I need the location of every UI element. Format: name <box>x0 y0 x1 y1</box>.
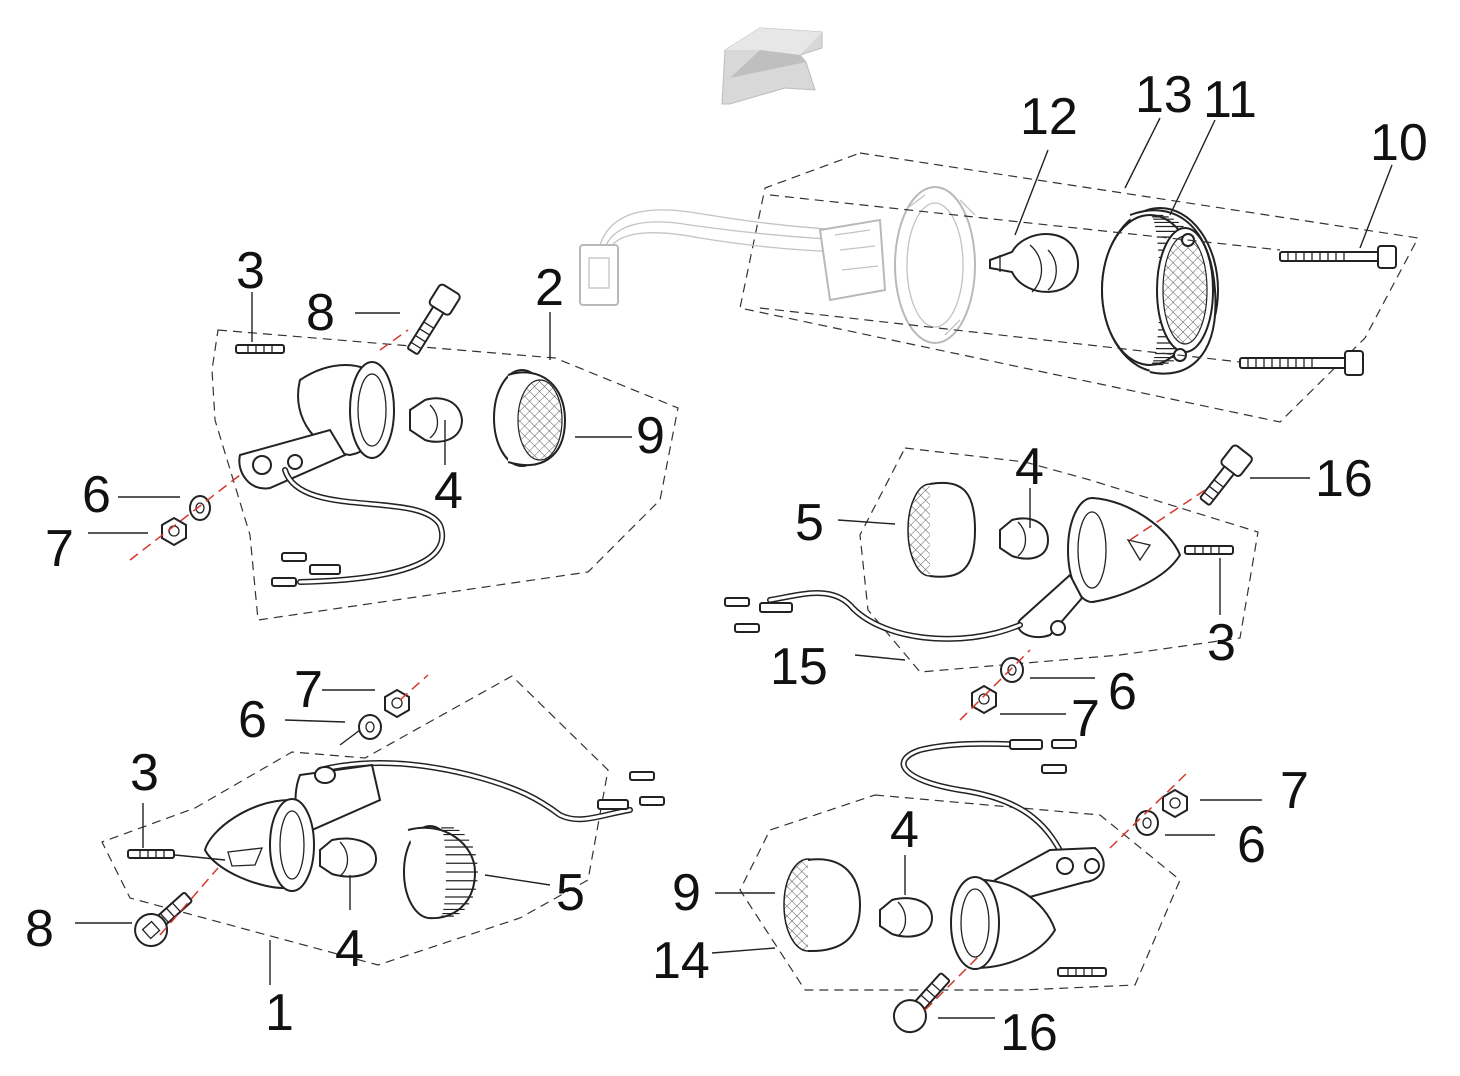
callout-6: 6 <box>238 691 267 749</box>
callout-4: 4 <box>1015 438 1044 496</box>
lens-icon <box>1101 207 1219 375</box>
callout-13: 13 <box>1135 66 1193 124</box>
callout-5: 5 <box>556 864 585 922</box>
callout-8: 8 <box>25 900 54 958</box>
turn-signal-icon <box>101 675 665 966</box>
callout-11: 11 <box>1203 71 1257 129</box>
callout-12: 12 <box>1020 88 1078 146</box>
bulb-icon <box>989 233 1080 293</box>
callout-7: 7 <box>1280 762 1309 820</box>
callout-7: 7 <box>294 661 323 719</box>
callout-16: 16 <box>1315 450 1373 508</box>
callout-16: 16 <box>1000 1004 1058 1062</box>
callout-9: 9 <box>636 407 665 465</box>
callout-3: 3 <box>130 744 159 802</box>
turn-signal-icon <box>739 739 1188 1034</box>
nut-icon <box>161 516 187 547</box>
callout-2: 2 <box>535 259 564 317</box>
callout-6: 6 <box>1108 663 1137 721</box>
screw-icon <box>1239 245 1397 376</box>
callout-10: 10 <box>1370 114 1428 172</box>
tail-light-icon <box>579 152 1419 423</box>
washer-icon <box>189 495 211 521</box>
callout-4: 4 <box>890 801 919 859</box>
callout-7: 7 <box>1071 690 1100 748</box>
callout-9: 9 <box>672 864 701 922</box>
callout-5: 5 <box>795 494 824 552</box>
callout-14: 14 <box>652 932 710 990</box>
callout-4: 4 <box>335 920 364 978</box>
callout-1: 1 <box>265 984 294 1042</box>
callout-6: 6 <box>1237 816 1266 874</box>
callout-3: 3 <box>1207 614 1236 672</box>
callout-15: 15 <box>770 638 828 696</box>
callout-8: 8 <box>306 284 335 342</box>
callout-4: 4 <box>434 462 463 520</box>
callout-6: 6 <box>82 466 111 524</box>
direction-arrow-icon <box>721 27 823 105</box>
callout-3: 3 <box>236 242 265 300</box>
turn-signal-icon <box>161 283 679 621</box>
callout-7: 7 <box>45 520 74 578</box>
turn-signal-icon <box>724 444 1259 715</box>
